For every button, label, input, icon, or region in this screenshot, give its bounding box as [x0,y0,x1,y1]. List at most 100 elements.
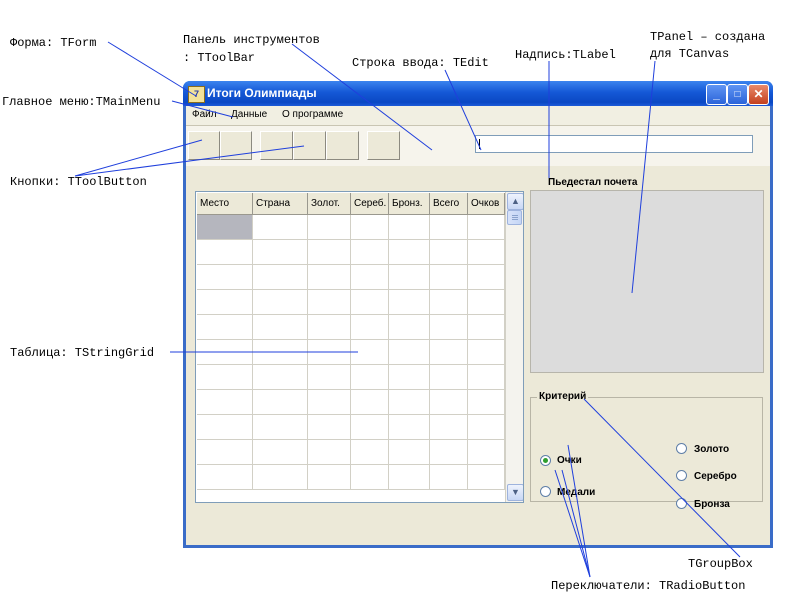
grid-cell[interactable] [351,415,389,440]
grid-cell[interactable] [197,440,253,465]
results-grid[interactable]: Место Страна Золот. Сереб. Бронз. Всего … [195,191,524,503]
grid-cell[interactable] [308,390,351,415]
grid-cell[interactable] [389,215,430,240]
grid-cell[interactable] [430,290,468,315]
grid-cell[interactable] [253,240,308,265]
grid-cell[interactable] [389,265,430,290]
grid-cell[interactable] [308,340,351,365]
grid-cell[interactable] [308,315,351,340]
grid-cell[interactable] [308,290,351,315]
grid-cell[interactable] [197,465,253,490]
menu-item-data[interactable]: Данные [231,109,268,120]
grid-header-points[interactable]: Очков [468,193,505,215]
grid-cell[interactable] [389,415,430,440]
menu-item-about[interactable]: О программе [282,109,344,120]
toolbar-button-2[interactable] [220,131,252,160]
radio-points[interactable] [540,455,551,466]
grid-cell[interactable] [308,240,351,265]
grid-cell[interactable] [430,240,468,265]
radio-gold-label[interactable]: Золото [694,444,730,455]
grid-cell[interactable] [351,365,389,390]
grid-cell[interactable] [308,465,351,490]
grid-cell[interactable] [197,290,253,315]
grid-cell[interactable] [308,215,351,240]
grid-cell[interactable] [351,440,389,465]
grid-cell[interactable] [430,390,468,415]
grid-header-place[interactable]: Место [197,193,253,215]
grid-cell[interactable] [389,315,430,340]
grid-cell[interactable] [197,390,253,415]
grid-cell[interactable] [197,365,253,390]
grid-vertical-scrollbar[interactable]: ▲ ▼ [505,192,523,502]
grid-cell[interactable] [389,440,430,465]
grid-cell[interactable] [253,365,308,390]
grid-cell[interactable] [308,440,351,465]
grid-header-country[interactable]: Страна [253,193,308,215]
grid-cell[interactable] [389,290,430,315]
grid-header-bronze[interactable]: Бронз. [389,193,430,215]
grid-cell[interactable] [197,340,253,365]
grid-cell[interactable] [253,340,308,365]
grid-cell[interactable] [430,315,468,340]
grid-cell[interactable] [351,215,389,240]
radio-points-label[interactable]: Очки [557,455,582,466]
grid-cell[interactable] [351,340,389,365]
grid-cell[interactable] [430,415,468,440]
grid-cell[interactable] [468,265,505,290]
grid-cell[interactable] [389,465,430,490]
grid-cell[interactable] [468,415,505,440]
input-edit[interactable] [475,135,753,153]
grid-cell[interactable] [253,390,308,415]
grid-cell[interactable] [351,265,389,290]
grid-cell[interactable] [468,390,505,415]
menu-item-file[interactable]: Файл [192,109,217,120]
grid-cell[interactable] [253,315,308,340]
grid-cell[interactable] [389,240,430,265]
scroll-up-button[interactable]: ▲ [507,193,523,210]
grid-cell[interactable] [389,365,430,390]
radio-silver-label[interactable]: Серебро [694,471,737,482]
grid-cell[interactable] [308,265,351,290]
grid-cell[interactable] [197,265,253,290]
grid-cell[interactable] [430,340,468,365]
toolbar-button-6[interactable] [367,131,400,160]
grid-cell[interactable] [468,465,505,490]
radio-silver[interactable] [676,470,687,481]
grid-cell[interactable] [468,365,505,390]
grid-cell[interactable] [468,440,505,465]
grid-cell[interactable] [308,415,351,440]
grid-cell[interactable] [308,365,351,390]
toolbar-button-4[interactable] [293,131,326,160]
grid-cell[interactable] [253,440,308,465]
grid-cell[interactable] [430,365,468,390]
radio-bronze[interactable] [676,498,687,509]
grid-cell[interactable] [389,340,430,365]
grid-cell[interactable] [253,290,308,315]
grid-cell[interactable] [389,390,430,415]
maximize-button[interactable]: □ [727,84,748,105]
grid-header-silver[interactable]: Сереб. [351,193,389,215]
radio-gold[interactable] [676,443,687,454]
grid-cell[interactable] [430,265,468,290]
toolbar-button-1[interactable] [188,131,220,160]
radio-medals-label[interactable]: Медали [557,487,596,498]
grid-cell[interactable] [430,465,468,490]
minimize-button[interactable]: _ [706,84,727,105]
grid-cell[interactable] [430,215,468,240]
grid-header-total[interactable]: Всего [430,193,468,215]
scroll-thumb[interactable] [507,210,522,225]
grid-cell[interactable] [253,465,308,490]
grid-cell[interactable] [351,240,389,265]
toolbar-button-3[interactable] [260,131,293,160]
grid-cell[interactable] [468,240,505,265]
scroll-down-button[interactable]: ▼ [507,484,523,501]
grid-cell[interactable] [197,415,253,440]
grid-cell[interactable] [351,390,389,415]
grid-cell[interactable] [253,215,308,240]
grid-cell[interactable] [351,290,389,315]
grid-cell[interactable] [351,315,389,340]
grid-cell[interactable] [430,440,468,465]
grid-cell[interactable] [468,340,505,365]
grid-cell[interactable] [351,465,389,490]
grid-cell[interactable] [197,240,253,265]
